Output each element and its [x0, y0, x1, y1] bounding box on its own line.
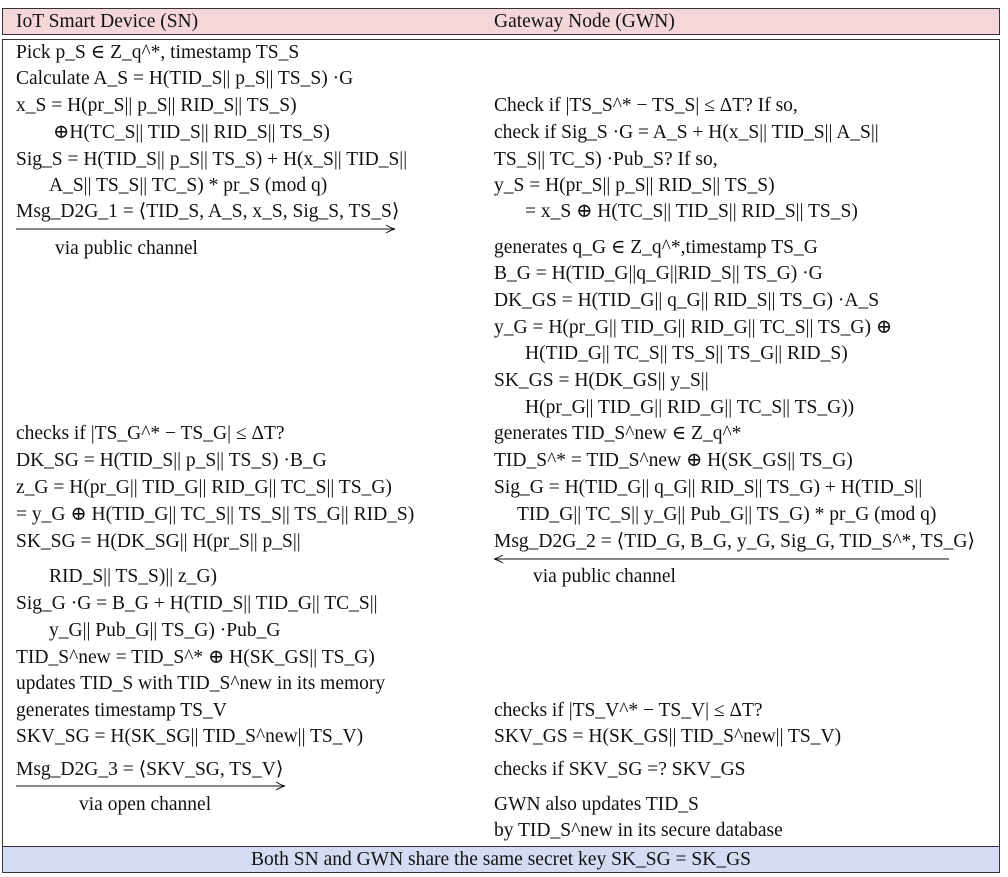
right-line: H(pr_G|| TID_G|| RID_G|| TC_S|| TS_G)) [525, 397, 855, 418]
arrow-right-3 [16, 780, 286, 792]
left-line: z_G = H(pr_G|| TID_G|| RID_G|| TC_S|| TS… [16, 477, 392, 498]
left-line: via open channel [79, 794, 212, 815]
right-line: y_G = H(pr_G|| TID_G|| RID_G|| TC_S|| TS… [494, 317, 893, 338]
right-line: via public channel [533, 566, 676, 587]
left-line: ⊕H(TC_S|| TID_S|| RID_S|| TS_S) [53, 122, 330, 143]
right-line: check if Sig_S ·G = A_S + H(x_S|| TID_S|… [494, 122, 879, 143]
table-body: Pick p_S ∈ Z_q^*, timestamp TS_S Calcula… [2, 39, 1000, 847]
right-line: SKV_GS = H(SK_GS|| TID_S^new|| TS_V) [494, 726, 842, 747]
left-line: via public channel [55, 238, 198, 259]
right-line: SK_GS = H(DK_GS|| y_S|| [494, 370, 709, 391]
right-line: TID_S^* = TID_S^new ⊕ H(SK_GS|| TS_G) [494, 450, 853, 471]
right-line: by TID_S^new in its secure database [494, 820, 783, 841]
right-line: DK_GS = H(TID_G|| q_G|| RID_S|| TS_G) ·A… [494, 290, 880, 311]
header-left: IoT Smart Device (SN) [16, 11, 199, 32]
left-line: Calculate A_S = H(TID_S|| p_S|| TS_S) ·G [16, 68, 354, 89]
left-line: x_S = H(pr_S|| p_S|| RID_S|| TS_S) [16, 95, 297, 116]
right-line: y_S = H(pr_S|| p_S|| RID_S|| TS_S) [494, 175, 775, 196]
right-line: TID_G|| TC_S|| y_G|| Pub_G|| TS_G) * pr_… [517, 504, 937, 525]
left-line: RID_S|| TS_S)|| z_G) [49, 566, 218, 587]
left-line: checks if |TS_G^* − TS_G| ≤ ΔT? [16, 423, 285, 444]
header-right: Gateway Node (GWN) [494, 11, 675, 32]
left-line: Sig_G ·G = B_G + H(TID_S|| TID_G|| TC_S|… [16, 593, 378, 614]
left-line: Msg_D2G_1 = ⟨TID_S, A_S, x_S, Sig_S, TS_… [16, 201, 400, 222]
left-line: generates timestamp TS_V [16, 700, 227, 721]
right-line: TS_S|| TC_S) ·Pub_S? If so, [494, 149, 718, 170]
right-line: B_G = H(TID_G||q_G||RID_S|| TS_G) ·G [494, 263, 823, 284]
arrow-right-1 [16, 223, 396, 235]
left-line: A_S|| TS_S|| TC_S) * pr_S (mod q) [49, 175, 328, 196]
right-line: Sig_G = H(TID_G|| q_G|| RID_S|| TS_G) + … [494, 477, 923, 498]
left-line: updates TID_S with TID_S^new in its memo… [16, 673, 386, 694]
right-line: Msg_D2G_2 = ⟨TID_G, B_G, y_G, Sig_G, TID… [494, 531, 976, 552]
arrow-right-icon [16, 781, 286, 791]
right-line: generates q_G ∈ Z_q^*,timestamp TS_G [494, 237, 818, 258]
left-line: Msg_D2G_3 = ⟨SKV_SG, TS_V⟩ [16, 759, 284, 780]
right-line: checks if SKV_SG =? SKV_GS [494, 759, 746, 780]
left-line: SKV_SG = H(SK_SG|| TID_S^new|| TS_V) [16, 726, 364, 747]
table-footer: Both SN and GWN share the same secret ke… [2, 846, 1000, 873]
right-line: H(TID_G|| TC_S|| TS_S|| TS_G|| RID_S) [525, 343, 848, 364]
left-line: Sig_S = H(TID_S|| p_S|| TS_S) + H(x_S|| … [16, 149, 408, 170]
right-line: checks if |TS_V^* − TS_V| ≤ ΔT? [494, 700, 763, 721]
left-line: y_G|| Pub_G|| TS_G) ·Pub_G [49, 620, 281, 641]
left-line: = y_G ⊕ H(TID_G|| TC_S|| TS_S|| TS_G|| R… [16, 504, 415, 525]
right-line: = x_S ⊕ H(TC_S|| TID_S|| RID_S|| TS_S) [525, 201, 858, 222]
left-line: SK_SG = H(DK_SG|| H(pr_S|| p_S|| [16, 531, 301, 552]
arrow-left-icon [494, 554, 949, 564]
right-line: generates TID_S^new ∈ Z_q^* [494, 423, 742, 444]
arrow-right-icon [16, 224, 396, 234]
left-line: TID_S^new = TID_S^* ⊕ H(SK_GS|| TS_G) [16, 647, 375, 668]
footer-text: Both SN and GWN share the same secret ke… [250, 849, 752, 870]
left-line: Pick p_S ∈ Z_q^*, timestamp TS_S [16, 42, 300, 63]
table-header: IoT Smart Device (SN) Gateway Node (GWN) [2, 8, 1000, 35]
arrow-left-2 [494, 553, 949, 565]
left-line: DK_SG = H(TID_S|| p_S|| TS_S) ·B_G [16, 450, 327, 471]
right-line: GWN also updates TID_S [494, 794, 699, 815]
right-line: Check if |TS_S^* − TS_S| ≤ ΔT? If so, [494, 95, 798, 116]
